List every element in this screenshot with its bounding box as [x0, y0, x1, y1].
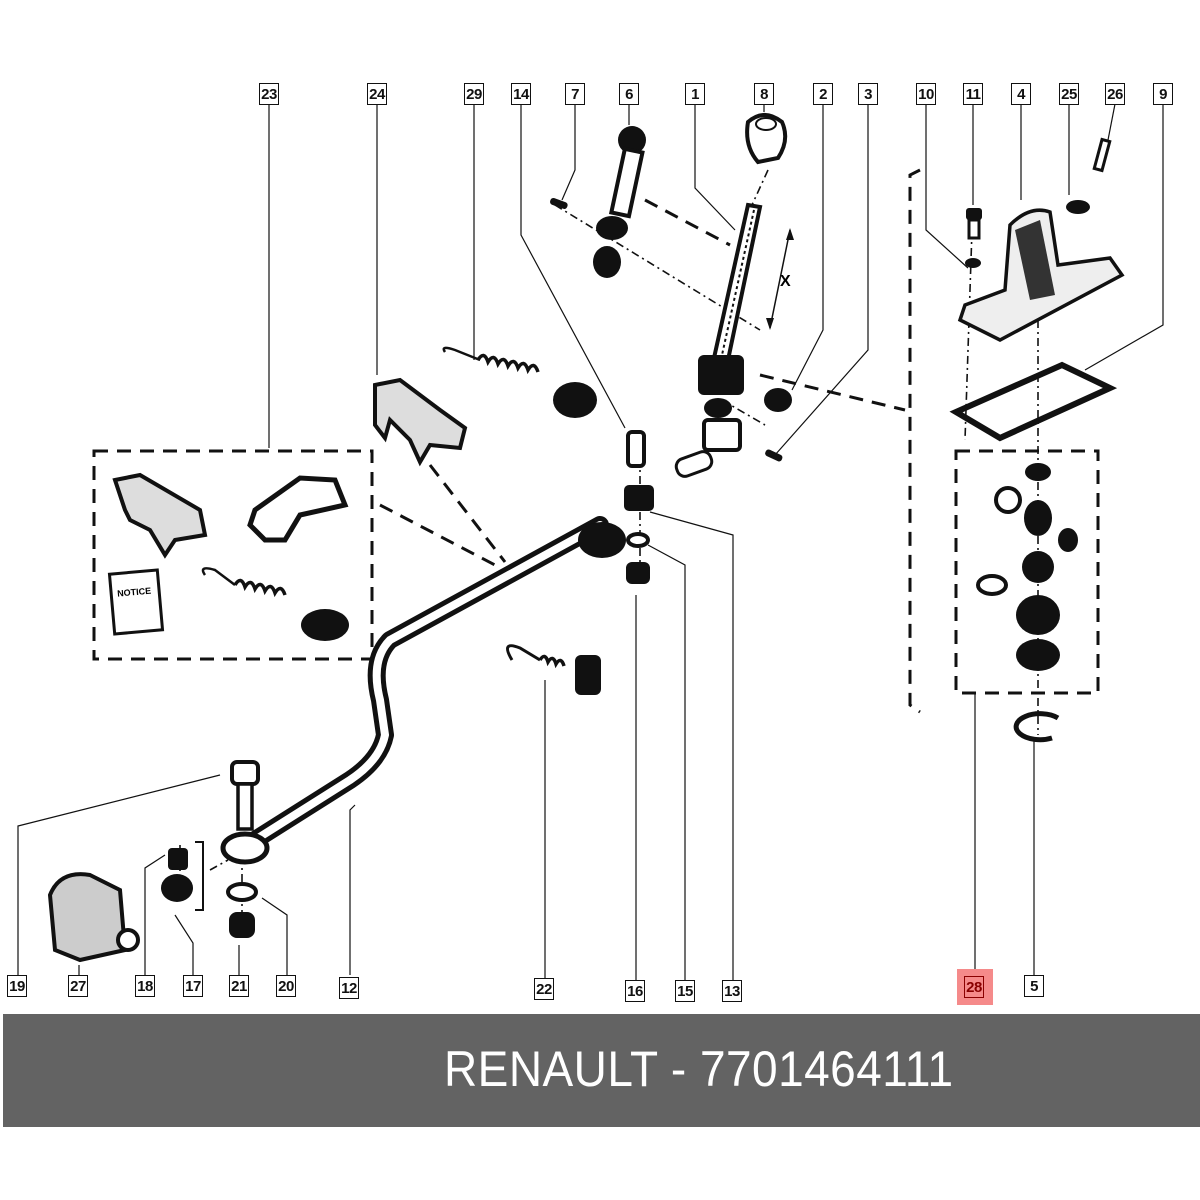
bolt-assembly-part-6	[593, 126, 646, 278]
callout-16[interactable]: 16	[625, 980, 645, 1002]
gear-lever-part-1: X	[674, 202, 794, 478]
pin-part-7	[550, 197, 568, 209]
callout-11[interactable]: 11	[963, 83, 983, 105]
callout-26[interactable]: 26	[1105, 83, 1125, 105]
spring-part-22	[506, 644, 601, 695]
callout-25[interactable]: 25	[1059, 83, 1079, 105]
callout-4[interactable]: 4	[1011, 83, 1031, 105]
part-title: RENAULT - 7701464111	[444, 1041, 954, 1097]
callout-21[interactable]: 21	[229, 975, 249, 997]
callout-18[interactable]: 18	[135, 975, 155, 997]
parts-diagram: X	[17, 103, 1164, 980]
callout-27[interactable]: 27	[68, 975, 88, 997]
callout-15[interactable]: 15	[675, 980, 695, 1002]
housing-part-4	[957, 208, 1125, 342]
callout-28[interactable]: 28	[964, 976, 984, 998]
kit-23-contents: NOTICE	[107, 472, 349, 641]
callout-9[interactable]: 9	[1153, 83, 1173, 105]
callout-22[interactable]: 22	[534, 978, 554, 1000]
clip-part-25	[1066, 200, 1090, 214]
callout-10[interactable]: 10	[916, 83, 936, 105]
spring-part-29	[442, 346, 597, 418]
callout-14[interactable]: 14	[511, 83, 531, 105]
callout-6[interactable]: 6	[619, 83, 639, 105]
assembly-guides	[92, 168, 1100, 714]
manual-label: NOTICE	[117, 586, 152, 599]
callout-3[interactable]: 3	[858, 83, 878, 105]
callout-5[interactable]: 5	[1024, 975, 1044, 997]
highlighted-callout-28[interactable]: 28	[957, 969, 993, 1005]
callout-20[interactable]: 20	[276, 975, 296, 997]
callout-19[interactable]: 19	[7, 975, 27, 997]
callout-13[interactable]: 13	[722, 980, 742, 1002]
shift-knob-part-8	[745, 113, 788, 165]
bush-part-2	[764, 388, 792, 412]
callout-24[interactable]: 24	[367, 83, 387, 105]
selector-part-24	[373, 377, 468, 467]
callout-7[interactable]: 7	[565, 83, 585, 105]
kit-28-parts	[976, 463, 1078, 671]
callout-1[interactable]: 1	[685, 83, 705, 105]
callout-2[interactable]: 2	[813, 83, 833, 105]
boot-part-27	[47, 872, 140, 963]
linkage-rod-part-12	[220, 516, 626, 865]
leader-lines	[17, 103, 1164, 980]
callout-17[interactable]: 17	[183, 975, 203, 997]
callout-12[interactable]: 12	[339, 977, 359, 999]
callout-29[interactable]: 29	[464, 83, 484, 105]
pin-part-3	[765, 449, 783, 462]
callout-8[interactable]: 8	[754, 83, 774, 105]
clamp-bolt-parts	[624, 430, 654, 584]
bolt-part-11	[965, 208, 982, 268]
screw-part-26	[1092, 137, 1112, 173]
dimension-label: X	[780, 273, 791, 290]
pivot-parts	[161, 760, 260, 938]
callout-23[interactable]: 23	[259, 83, 279, 105]
gasket-part-9	[949, 361, 1118, 442]
part-banner	[3, 1014, 1200, 1127]
circlip-part-5	[1013, 711, 1060, 743]
